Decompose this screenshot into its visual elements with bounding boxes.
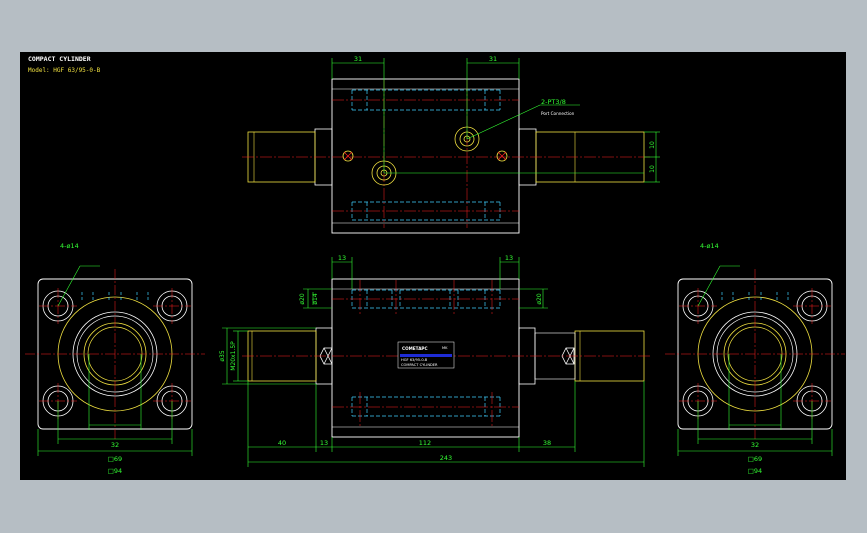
top-view: 31 31 2-PT3/8 Port Connection 10 10 <box>242 55 660 234</box>
dim-rod-diameter: ø35 <box>219 350 226 361</box>
plate-name: COMPACT CYLINDER <box>401 363 438 367</box>
dim-13: 13 <box>320 439 328 447</box>
port-subnote: Port Connection <box>541 111 575 116</box>
left-dim-32: 32 <box>111 441 119 449</box>
left-dim-69: □69 <box>108 455 122 463</box>
right-end-view <box>664 265 846 457</box>
right-dim-32: 32 <box>751 441 759 449</box>
left-holes-note: 4-ø14 <box>60 242 79 250</box>
left-end-view <box>24 265 206 457</box>
dim-front-13-left: 13 <box>338 254 346 262</box>
dim-40: 40 <box>278 439 286 447</box>
dim-rod-10-upper: 10 <box>649 141 656 149</box>
right-holes-note: 4-ø14 <box>700 242 719 250</box>
front-view: COMETAPC MK HGF 63/95-0-B COMPACT CYLIND… <box>219 254 650 467</box>
dim-top-left-31: 31 <box>354 55 362 63</box>
dim-top-right-31: 31 <box>489 55 497 63</box>
port-note: 2-PT3/8 <box>541 98 566 106</box>
drawing-title: COMPACT CYLINDER <box>28 55 91 63</box>
plate-brand: COMETAPC <box>402 346 428 351</box>
plate-mark: MK <box>442 346 448 350</box>
dim-243: 243 <box>440 454 452 462</box>
dim-hole-dia-inner: ø14 <box>312 293 319 304</box>
dim-38: 38 <box>543 439 551 447</box>
dim-hole-dia-left: ø20 <box>299 293 306 304</box>
drawing-sheet: COMPACT CYLINDER Model: HGF 63/95-0-B <box>20 52 846 480</box>
plate-model: HGF 63/95-0-B <box>401 358 428 362</box>
dim-112: 112 <box>419 439 431 447</box>
dim-thread: M20x1.5P <box>230 341 237 371</box>
dim-hole-dia-right: ø20 <box>536 293 543 304</box>
dim-front-13-right: 13 <box>505 254 513 262</box>
cad-drawing-canvas[interactable]: COMPACT CYLINDER Model: HGF 63/95-0-B <box>20 52 846 480</box>
right-dim-94: □94 <box>748 467 762 475</box>
dim-rod-10-lower: 10 <box>649 165 656 173</box>
model-number: Model: HGF 63/95-0-B <box>28 67 101 74</box>
left-dim-94: □94 <box>108 467 122 475</box>
right-dim-69: □69 <box>748 455 762 463</box>
